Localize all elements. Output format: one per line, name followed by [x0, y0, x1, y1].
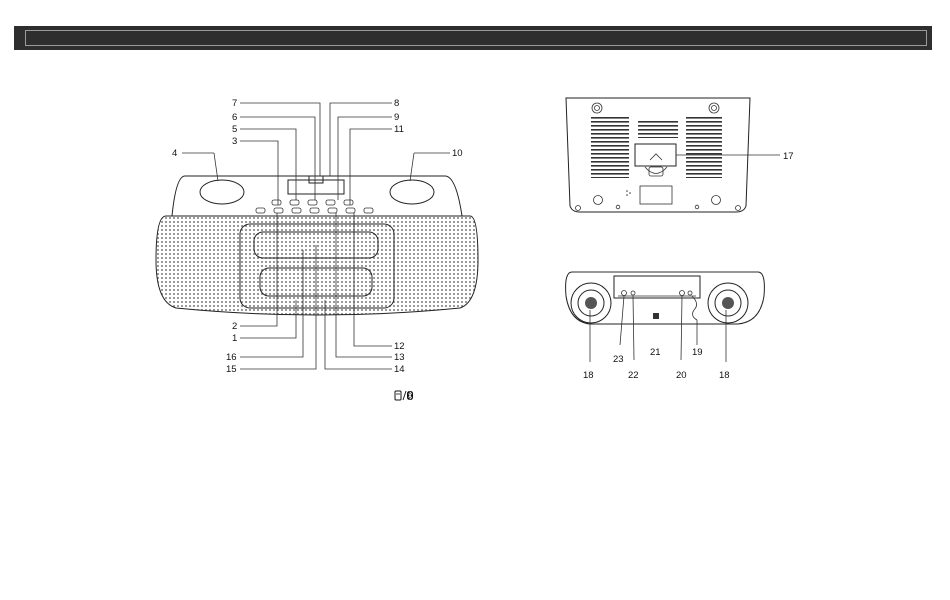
callout-6: 6 [232, 112, 237, 123]
button [326, 200, 335, 205]
dot [629, 192, 631, 194]
foot [594, 196, 603, 205]
foot [736, 206, 741, 211]
button [292, 208, 301, 213]
leader-20 [681, 296, 682, 360]
side-view: 18 23 22 21 20 19 18 [566, 272, 765, 381]
back-view: 17 [566, 98, 794, 212]
right-vent [686, 117, 722, 178]
foot [695, 205, 699, 209]
top-buttons-row-1 [272, 200, 353, 205]
callout-13: 13 [394, 352, 405, 363]
button [344, 200, 353, 205]
callout-23: 23 [613, 354, 624, 365]
button [308, 200, 317, 205]
button [310, 208, 319, 213]
cable [692, 296, 697, 320]
top-buttons-row-2 [256, 208, 373, 213]
callout-14: 14 [394, 364, 405, 375]
button [256, 208, 265, 213]
label-plate [640, 186, 672, 204]
button [328, 208, 337, 213]
button [364, 208, 373, 213]
port [680, 291, 685, 296]
callout-3: 3 [232, 136, 237, 147]
button [272, 200, 281, 205]
callout-18-right: 18 [719, 370, 730, 381]
screw-hole [709, 103, 719, 113]
latch-tab [649, 167, 663, 176]
callout-11: 11 [394, 124, 404, 135]
front-view: 7 8 6 9 5 11 3 4 10 2 1 12 16 13 15 14 [156, 98, 478, 400]
screw-hole [592, 103, 602, 113]
button [346, 208, 355, 213]
leader-23 [620, 296, 624, 345]
left-top-well [200, 180, 244, 204]
left-knob-center [585, 297, 597, 309]
callout-10: 10 [452, 148, 463, 159]
latch [645, 167, 667, 174]
callout-7: 7 [232, 98, 237, 109]
center-vent [638, 119, 678, 138]
callout-12: 12 [394, 341, 405, 352]
arrow-icon [650, 154, 662, 160]
front-speaker-grille [156, 216, 478, 315]
port [631, 291, 635, 295]
callout-18-left: 18 [583, 370, 594, 381]
callout-17: 17 [783, 151, 794, 162]
switch [653, 313, 659, 319]
foot [616, 205, 620, 209]
callout-20: 20 [676, 370, 687, 381]
dot [626, 194, 628, 196]
front-leader-lines-top [182, 103, 450, 205]
button [290, 200, 299, 205]
callout-21: 21 [650, 347, 661, 358]
foot [712, 196, 721, 205]
callout-9: 9 [394, 112, 399, 123]
screw-hole [595, 106, 600, 111]
front-top-body [172, 176, 462, 216]
leader-22 [633, 296, 634, 360]
right-top-well [390, 180, 434, 204]
dot [626, 190, 628, 192]
foot [576, 206, 581, 211]
callout-2: 2 [232, 321, 237, 332]
callout-5: 5 [232, 124, 237, 135]
button [274, 208, 283, 213]
callout-16: 16 [226, 352, 237, 363]
port [688, 291, 692, 295]
callout-8: 8 [394, 98, 399, 109]
callout-19: 19 [692, 347, 703, 358]
callout-1: 1 [232, 333, 237, 344]
screw-hole [712, 106, 717, 111]
port [622, 291, 627, 296]
ipod-bluetooth-icon [395, 391, 413, 400]
left-vent [591, 117, 629, 178]
callout-4: 4 [172, 148, 177, 159]
callout-15: 15 [226, 364, 237, 375]
connector-panel [614, 276, 700, 298]
right-knob-center [722, 297, 734, 309]
callout-22: 22 [628, 370, 639, 381]
